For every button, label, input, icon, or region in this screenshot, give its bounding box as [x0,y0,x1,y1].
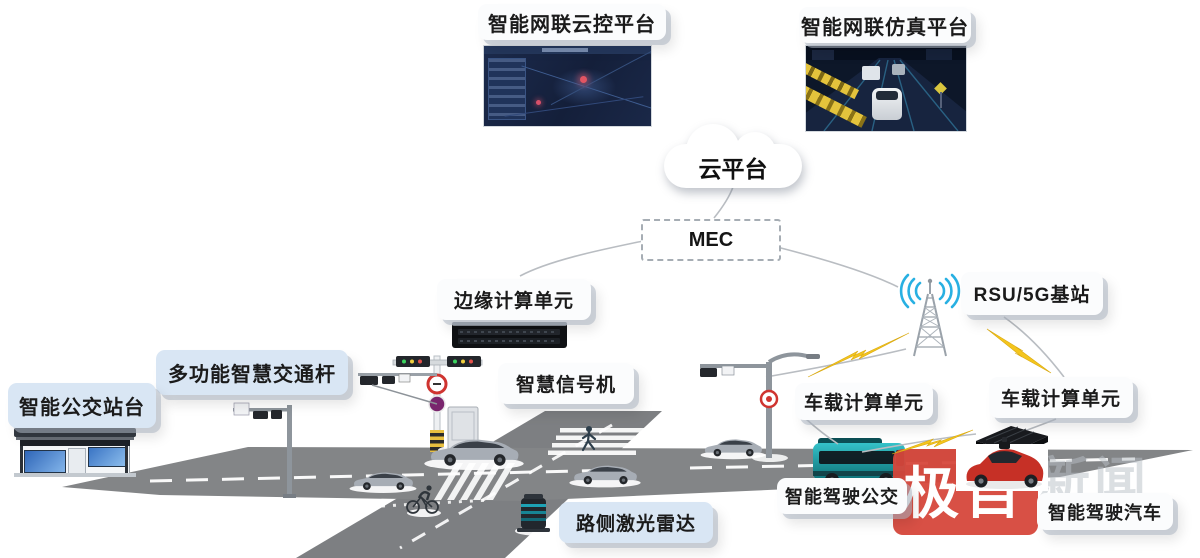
dashboard-title-bar [542,48,588,52]
smart-traffic-pole-device [233,402,296,498]
lightning-bolt [891,429,974,455]
shelter-base [14,473,136,477]
shelter-info-panel [68,448,86,474]
sim-building [812,50,834,60]
map-alert-dot [536,100,541,105]
sedan-car [700,439,766,460]
traffic-signal-pole [358,355,483,453]
lightning-bolts [807,328,1052,455]
label-cloud-control-platform: 智能网联云控平台 [478,4,666,40]
cloud-control-platform-screenshot [483,45,652,127]
rsu-tower-icon [899,273,961,357]
simulation-platform-screenshot [805,45,967,132]
dashboard-side-panel [488,58,526,120]
autonomous-car [956,437,1048,491]
shelter-roof [14,428,136,437]
sim-sign-pole [940,92,942,108]
label-autonomous-car: 智能驾驶汽车 [1037,493,1173,530]
pedestrian [581,426,597,452]
shelter-post [125,446,128,473]
roadside-lidar-device [515,494,553,536]
shelter-post [20,446,23,473]
road-markings [149,423,1136,550]
cloud-icon [664,144,802,188]
label-onboard-computing-unit-right: 车载计算单元 [989,377,1133,418]
smart-bus-shelter [14,428,136,478]
sim-ego-car [872,88,902,120]
shelter-display-screen [88,447,128,467]
lightning-bolt [807,332,910,378]
shelter-display-screen [24,450,66,473]
shelter-fascia [16,437,134,440]
wifi-waves-icon [899,273,961,309]
label-rsu-5g-station: RSU/5G基站 [961,272,1103,315]
cloud-platform-node: 云平台 [664,124,802,188]
sim-truck [862,66,880,80]
map-alert-dot [580,76,587,83]
label-onboard-computing-unit-left: 车载计算单元 [795,383,933,420]
edge-server [443,322,575,354]
cyclist [406,485,441,517]
label-simulation-platform: 智能网联仿真平台 [799,7,971,43]
shelter-header-band [20,440,130,446]
label-smart-bus-station: 智能公交站台 [8,383,156,428]
label-roadside-lidar: 路侧激光雷达 [559,502,713,543]
label-edge-computing-unit: 边缘计算单元 [437,279,591,320]
lightning-bolt [986,328,1052,374]
sim-building [926,49,952,60]
cloud-platform-label: 云平台 [698,156,768,182]
label-multifunction-smart-pole: 多功能智慧交通杆 [156,350,348,395]
sim-van [892,64,905,75]
label-smart-signal-machine: 智慧信号机 [498,363,634,404]
label-autonomous-bus: 智能驾驶公交 [777,478,907,514]
mec-node: MEC [641,219,781,261]
